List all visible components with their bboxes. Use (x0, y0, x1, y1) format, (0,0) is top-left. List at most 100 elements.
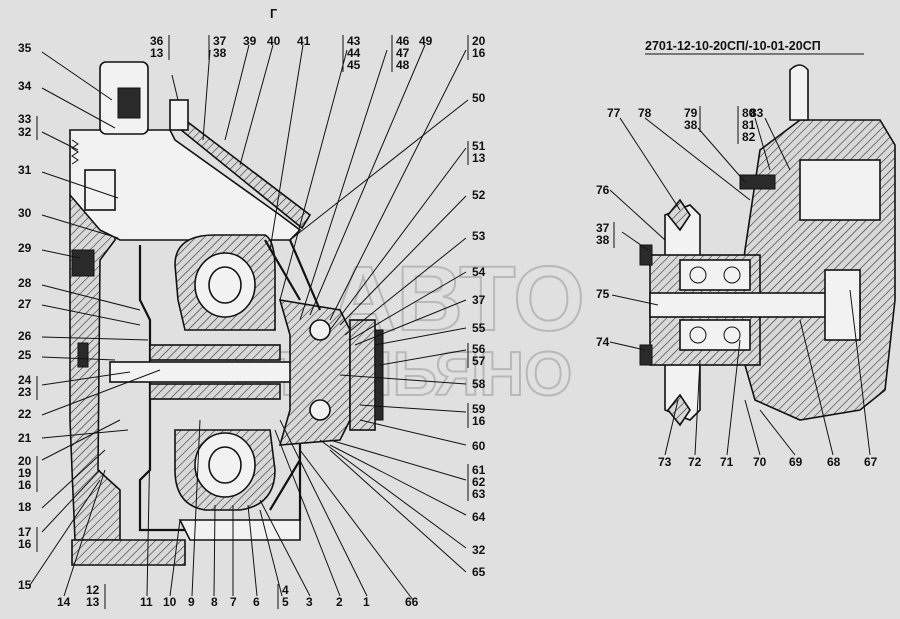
callout-67: 67 (864, 455, 878, 469)
ball-4 (723, 326, 741, 344)
callout-17: 17 (18, 525, 32, 539)
lower-wheel-hub (208, 446, 242, 484)
callout-75: 75 (596, 287, 610, 301)
callout-79: 79 (684, 106, 698, 120)
labels-detail: 77 78 79 38 80 81 82 83 76 37 38 75 74 7… (596, 106, 878, 469)
callout-70: 70 (753, 455, 767, 469)
detail-cavity (799, 159, 881, 221)
callout-20-top: 20 (472, 34, 486, 48)
ball-2 (723, 266, 741, 284)
callout-32-right: 32 (472, 543, 486, 557)
callout-53: 53 (472, 229, 486, 243)
callout-80: 80 (742, 106, 756, 120)
callout-3: 3 (306, 595, 313, 609)
callout-37-detail: 37 (596, 221, 610, 235)
labels-left: 35 34 33 32 31 30 29 28 27 26 25 24 23 2… (18, 41, 38, 592)
grill-29 (71, 249, 95, 277)
detail-bolt-top (639, 244, 653, 266)
upper-housing (69, 129, 302, 241)
callout-64: 64 (472, 510, 486, 524)
callout-52: 52 (472, 188, 486, 202)
detail-bolt-bottom (639, 344, 653, 366)
callout-78: 78 (638, 106, 652, 120)
callout-72: 72 (688, 455, 702, 469)
callout-63: 63 (472, 487, 486, 501)
shaft-sleeve-bottom (149, 383, 281, 400)
callout-2: 2 (336, 595, 343, 609)
callout-62: 62 (472, 475, 486, 489)
callout-12: 12 (86, 583, 100, 597)
callout-6: 6 (253, 595, 260, 609)
callout-7: 7 (230, 595, 237, 609)
callout-22: 22 (18, 407, 32, 421)
callout-82: 82 (742, 130, 756, 144)
ball-1 (689, 266, 707, 284)
callout-4: 4 (282, 583, 289, 597)
callout-13-right: 13 (472, 151, 486, 165)
callout-60: 60 (472, 439, 486, 453)
sensor-36 (169, 99, 189, 131)
callout-38b-detail: 38 (596, 233, 610, 247)
callout-13-top: 13 (150, 46, 164, 60)
leader-lines (29, 44, 871, 601)
callout-68: 68 (827, 455, 841, 469)
callout-21: 21 (18, 431, 32, 445)
ball-3 (689, 326, 707, 344)
callout-49: 49 (419, 34, 433, 48)
callout-39: 39 (243, 34, 257, 48)
callout-45: 45 (347, 58, 361, 72)
detail-bearing-top (679, 259, 751, 291)
callout-15: 15 (18, 578, 32, 592)
callout-9: 9 (188, 595, 195, 609)
callout-44: 44 (347, 46, 361, 60)
bearing-top (309, 319, 331, 341)
callout-46: 46 (396, 34, 410, 48)
callout-24: 24 (18, 373, 32, 387)
stud-left (77, 342, 89, 368)
callout-76: 76 (596, 183, 610, 197)
callout-5: 5 (282, 595, 289, 609)
callout-54: 54 (472, 265, 486, 279)
callout-59: 59 (472, 402, 486, 416)
callout-56: 56 (472, 342, 486, 356)
callout-33: 33 (18, 112, 32, 126)
callout-57: 57 (472, 354, 486, 368)
callout-25: 25 (18, 348, 32, 362)
pulley-grooves (666, 198, 691, 427)
callout-74: 74 (596, 335, 610, 349)
labels-right: 50 51 13 52 53 54 37 55 56 57 58 59 16 6… (467, 91, 486, 579)
bearing-bottom (309, 399, 331, 421)
callout-11: 11 (140, 595, 153, 609)
callout-38-top: 38 (213, 46, 227, 60)
callout-43: 43 (347, 34, 361, 48)
callout-29: 29 (18, 241, 32, 255)
callout-71: 71 (720, 455, 734, 469)
left-tube (84, 169, 116, 211)
housing-base (71, 539, 186, 566)
callout-73: 73 (658, 455, 672, 469)
labels-bottom: 14 12 13 11 10 9 8 7 6 4 5 3 2 1 66 (57, 583, 419, 609)
callout-10: 10 (163, 595, 177, 609)
callout-26: 26 (18, 329, 32, 343)
output-flange (349, 319, 376, 431)
callout-37-top: 37 (213, 34, 227, 48)
callout-8: 8 (211, 595, 218, 609)
callout-16a: 16 (18, 478, 32, 492)
callout-61: 61 (472, 463, 486, 477)
callout-23: 23 (18, 385, 32, 399)
callout-35: 35 (18, 41, 32, 55)
labels-top: 36 13 37 38 39 40 41 43 44 45 46 47 48 4… (150, 34, 486, 72)
callout-50: 50 (472, 91, 486, 105)
lower-support (178, 519, 301, 541)
callout-34: 34 (18, 79, 32, 93)
callout-55: 55 (472, 321, 486, 335)
detail-bearing-bottom (679, 319, 751, 351)
callout-20: 20 (18, 454, 32, 468)
callout-66: 66 (405, 595, 419, 609)
callout-36: 36 (150, 34, 164, 48)
right-hub (278, 299, 351, 446)
callout-81: 81 (742, 118, 756, 132)
model-title: 2701-12-10-20СП/-10-01-20СП (645, 39, 821, 53)
view-letter: Г (270, 7, 277, 21)
